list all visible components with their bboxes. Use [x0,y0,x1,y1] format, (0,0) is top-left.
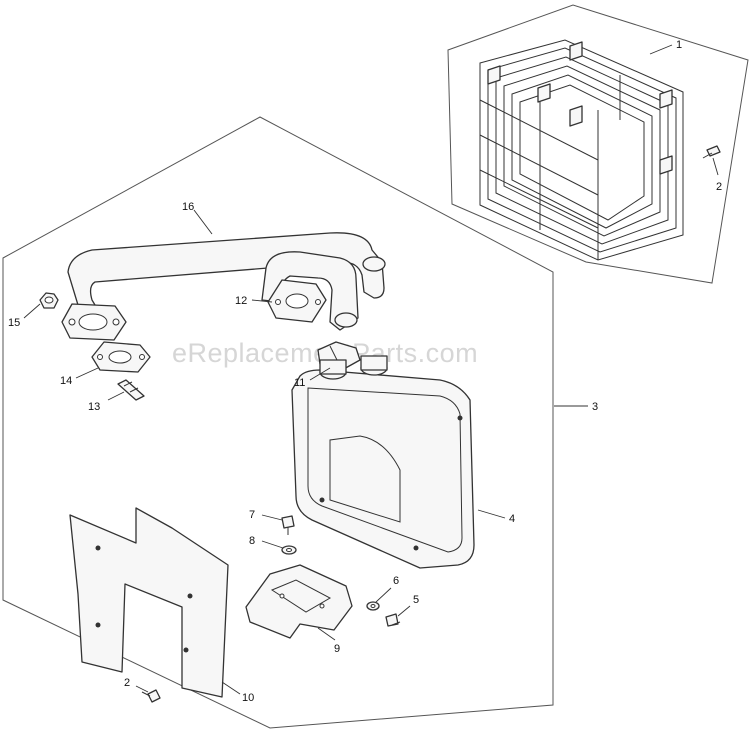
callout-15: 15 [8,317,20,329]
muffler-bracket [245,564,353,639]
screw-upper [702,145,721,159]
callout-11: 11 [294,377,305,389]
callout-13: 13 [88,401,100,413]
callout-14: 14 [60,375,72,387]
callout-4: 4 [509,513,515,525]
grill-kit-frame [447,4,749,284]
bolt [281,515,295,535]
callout-6: 6 [393,575,399,587]
gasket-upper [267,279,327,323]
callout-12: 12 [235,295,247,307]
callout-8: 8 [249,535,255,547]
screw-lower [141,689,161,703]
bolt-small [385,613,401,627]
callout-1: 1 [676,39,682,51]
callout-3: 3 [592,401,598,413]
heat-shield-plate [69,507,229,698]
muffler-kit-frame [2,116,554,729]
callout-16: 16 [182,201,194,213]
wire-guard-basket [479,39,684,261]
muffler [291,355,475,569]
washer [281,545,297,555]
exhaust-pipe [61,232,386,341]
callout-10: 10 [242,692,254,704]
leader-lines [23,44,719,695]
callout-9: 9 [334,643,340,655]
callout-7: 7 [249,509,255,521]
callout-5: 5 [413,594,419,606]
callout-2-lower: 2 [124,677,130,689]
nut [39,292,59,309]
stud [117,379,145,401]
callout-2-upper: 2 [716,181,722,193]
washer-small [366,601,380,611]
gasket-lower [91,341,151,373]
